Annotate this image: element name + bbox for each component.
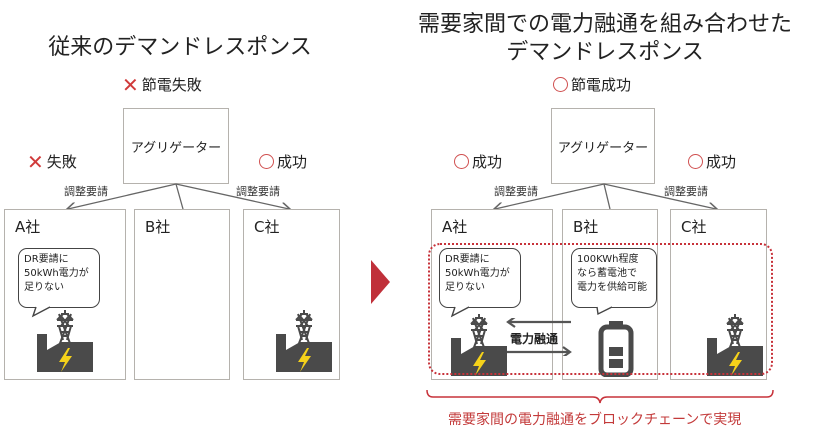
left-title: 従来のデマンドレスポンス — [48, 35, 312, 60]
aggregator-label: アグリゲーター — [557, 140, 649, 156]
line-to-company-b — [175, 183, 184, 210]
company-b-box: B社 — [134, 209, 230, 380]
left-company-a-status: ✕ 失敗 — [27, 151, 77, 172]
status-label: 成功 — [472, 153, 503, 171]
battery-icon — [598, 321, 634, 377]
aggregator-label: アグリゲーター — [130, 140, 222, 156]
aggregator-box: アグリゲーター — [123, 108, 229, 184]
factory-power-tower-icon — [274, 310, 334, 372]
arrow-to-company-c — [603, 183, 716, 209]
cross-mark-icon: ✕ — [122, 72, 139, 97]
speech-bubble: DR要請に 50kWh電力が 足りない — [18, 248, 100, 308]
left-connector-arrows — [0, 183, 400, 220]
company-name: B社 — [573, 218, 599, 236]
status-label: 成功 — [277, 153, 308, 171]
company-b-box: B社 100KWh程度 なら蓄電池で 電力を供給可能 — [562, 209, 658, 380]
circle-mark-icon — [688, 154, 703, 169]
company-name: A社 — [15, 218, 41, 236]
company-name: C社 — [254, 218, 280, 236]
company-c-box: C社 — [670, 209, 767, 380]
speech-bubble: DR要請に 50kWh電力が 足りない — [439, 248, 521, 308]
right-title-line2: デマンドレスポンス — [506, 40, 704, 65]
company-name: C社 — [681, 218, 707, 236]
line-to-company-b — [603, 183, 611, 210]
blockchain-caption: 需要家間の電力融通をブロックチェーンで実現 — [448, 412, 742, 428]
arrow-to-company-a — [68, 183, 177, 209]
company-name: A社 — [442, 218, 468, 236]
circle-mark-icon — [259, 154, 274, 169]
right-title-line1: 需要家間での電力融通を組み合わせた — [417, 12, 792, 37]
cross-mark-icon: ✕ — [27, 149, 44, 174]
left-company-c-status: 成功 — [259, 151, 307, 172]
factory-power-tower-icon — [35, 310, 95, 372]
status-label: 失敗 — [46, 153, 77, 171]
status-label: 節電失敗 — [141, 76, 202, 94]
aggregator-box: アグリゲーター — [551, 108, 655, 184]
right-connector-arrows — [400, 183, 813, 220]
power-exchange-arrows — [506, 318, 572, 356]
adjustment-request-label: 調整要請 — [236, 185, 280, 198]
adjustment-request-label: 調整要請 — [664, 185, 708, 198]
blockchain-region — [428, 243, 773, 375]
company-c-box: C社 — [243, 209, 340, 380]
company-name: B社 — [145, 218, 171, 236]
brace — [426, 389, 774, 404]
arrow-to-company-a — [495, 183, 605, 209]
right-company-c-status: 成功 — [688, 151, 736, 172]
status-label: 成功 — [706, 153, 737, 171]
right-company-a-status: 成功 — [454, 151, 502, 172]
arrow-to-company-c — [175, 183, 289, 209]
right-overall-status: 節電成功 — [553, 74, 631, 95]
adjustment-request-label: 調整要請 — [64, 185, 108, 198]
circle-mark-icon — [553, 77, 568, 92]
circle-mark-icon — [454, 154, 469, 169]
adjustment-request-label: 調整要請 — [494, 185, 538, 198]
left-overall-status: ✕ 節電失敗 — [122, 74, 202, 95]
status-label: 節電成功 — [571, 76, 632, 94]
power-exchange-label: 電力融通 — [510, 332, 559, 346]
triangle-right-icon — [371, 260, 390, 304]
company-a-box: A社 DR要請に 50kWh電力が 足りない — [4, 209, 126, 380]
speech-bubble: 100KWh程度 なら蓄電池で 電力を供給可能 — [571, 248, 657, 308]
